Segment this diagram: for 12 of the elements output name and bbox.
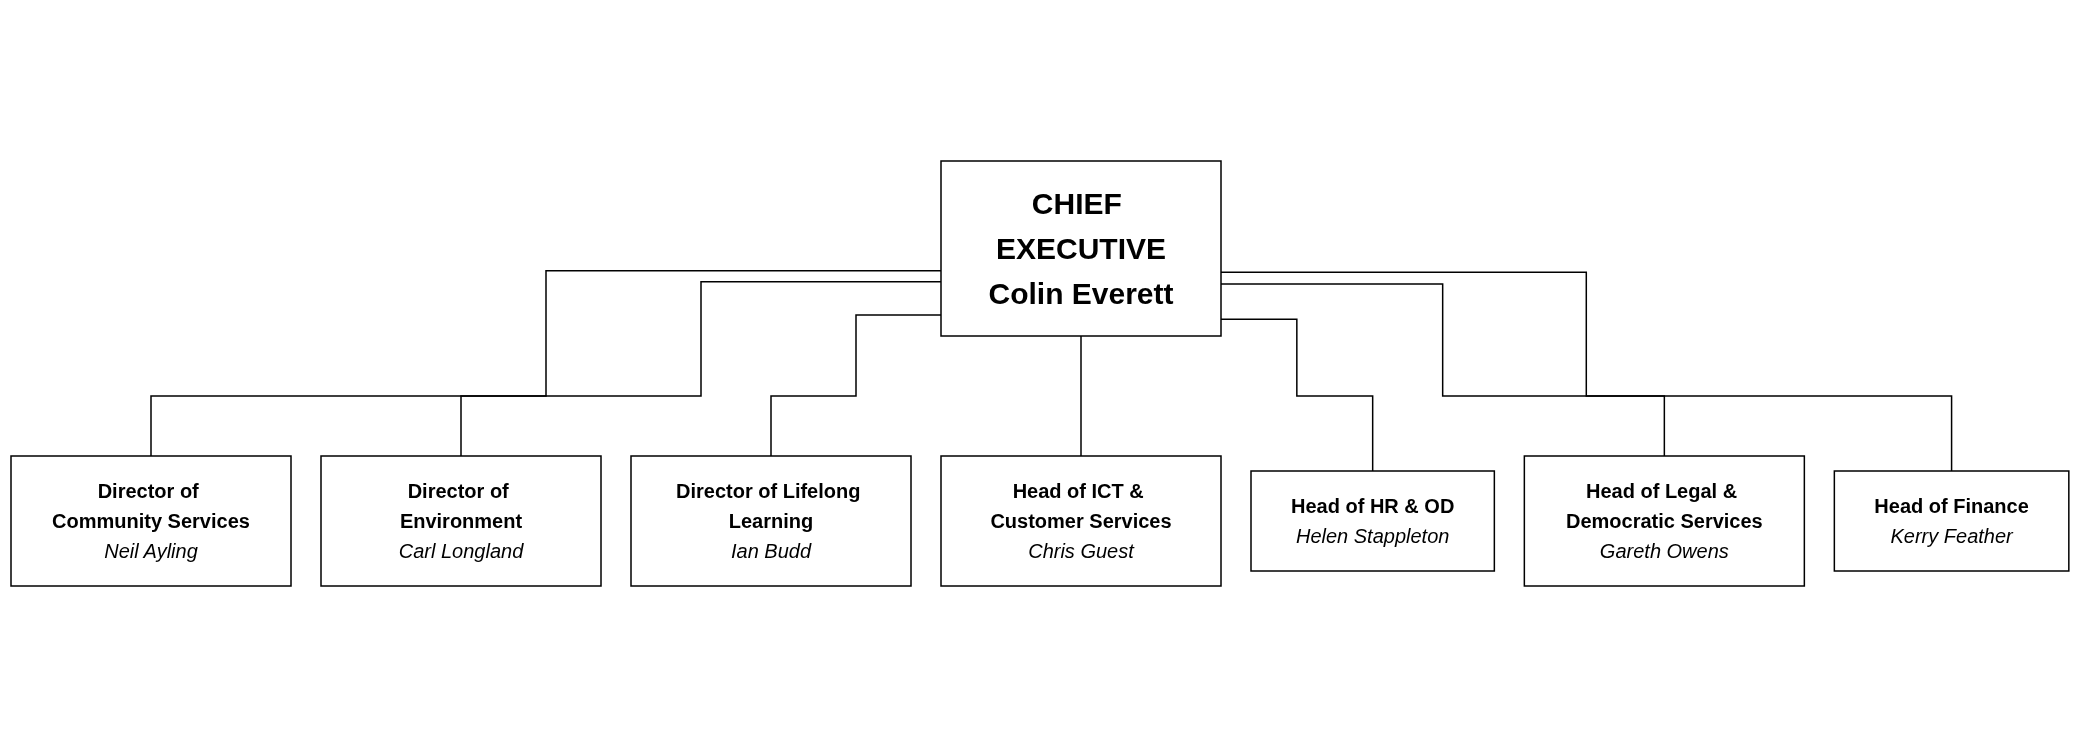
node-box: Head of Legal & Democratic Services Gareth Owens bbox=[1523, 455, 1806, 587]
connector bbox=[460, 281, 942, 457]
node-box: Head of ICT & Customer Services Chris Guest bbox=[940, 455, 1222, 587]
connector bbox=[770, 314, 942, 457]
node-box: Director of Lifelong Learning Ian Budd bbox=[630, 455, 912, 587]
node-box: Head of Finance Kerry Feather bbox=[1833, 470, 2070, 572]
connector bbox=[150, 269, 942, 457]
connector bbox=[1080, 335, 1082, 457]
node-box: Head of HR & OD Helen Stappleton bbox=[1250, 470, 1496, 572]
node-box: Director of Environment Carl Longland bbox=[320, 455, 602, 587]
node-box: CHIEF EXECUTIVE Colin Everett bbox=[940, 160, 1222, 337]
node-box: Director of Community Services Neil Ayling bbox=[10, 455, 292, 587]
